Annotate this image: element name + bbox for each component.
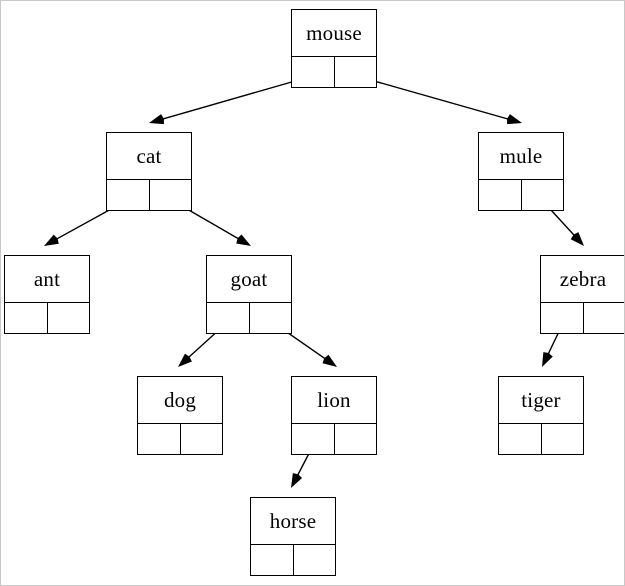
node-label-goat: goat [230,266,268,291]
arrowhead [322,354,337,367]
tree-node-horse[interactable]: horse [250,497,336,576]
node-label-lion: lion [317,387,351,412]
node-pointers-cat [107,179,191,210]
node-pointers-goat [207,302,291,333]
arrowhead [507,114,522,125]
node-pointers-tiger [499,423,583,454]
tree-node-goat[interactable]: goat [206,255,292,334]
right-pointer-cell-tiger[interactable] [541,424,583,454]
arrowhead [236,234,251,246]
left-pointer-cell-mule[interactable] [479,180,521,210]
tree-node-mouse[interactable]: mouse [291,9,377,88]
left-pointer-cell-cat[interactable] [107,180,149,210]
right-pointer-cell-dog[interactable] [180,424,222,454]
node-label-mule: mule [499,143,543,168]
left-pointer-cell-dog[interactable] [138,424,180,454]
node-pointers-ant [5,302,89,333]
left-pointer-cell-ant[interactable] [5,303,47,333]
edge-mouse-to-mule [352,74,522,125]
tree-node-cat[interactable]: cat [106,132,192,211]
right-pointer-cell-mule[interactable] [521,180,563,210]
tree-node-mule[interactable]: mule [478,132,564,211]
node-pointers-mule [479,179,563,210]
tree-node-ant[interactable]: ant [4,255,90,334]
node-label-tiger: tiger [521,387,561,412]
node-label-cat: cat [136,143,162,168]
tree-node-dog[interactable]: dog [137,376,223,455]
arrowhead [570,232,584,246]
right-pointer-cell-goat[interactable] [249,303,291,333]
right-pointer-cell-lion[interactable] [334,424,376,454]
arrowhead [149,114,164,125]
node-pointers-dog [138,423,222,454]
left-pointer-cell-goat[interactable] [207,303,249,333]
node-pointers-zebra [541,302,624,333]
right-pointer-cell-horse[interactable] [293,545,335,575]
arrowhead [178,353,192,367]
tree-node-lion[interactable]: lion [291,376,377,455]
node-label-ant: ant [33,266,61,291]
arrowhead [44,234,59,246]
right-pointer-cell-ant[interactable] [47,303,89,333]
arrowhead [542,352,553,367]
node-pointers-horse [251,544,335,575]
arrowhead [291,473,303,488]
right-pointer-cell-cat[interactable] [149,180,191,210]
left-pointer-cell-horse[interactable] [251,545,293,575]
tree-node-tiger[interactable]: tiger [498,376,584,455]
right-pointer-cell-mouse[interactable] [334,57,376,87]
node-label-horse: horse [269,508,317,533]
left-pointer-cell-mouse[interactable] [292,57,334,87]
node-pointers-mouse [292,56,376,87]
left-pointer-cell-lion[interactable] [292,424,334,454]
tree-node-zebra[interactable]: zebra [540,255,624,334]
node-label-mouse: mouse [306,20,362,45]
node-label-zebra: zebra [559,266,607,291]
node-label-dog: dog [163,387,197,412]
right-pointer-cell-zebra[interactable] [583,303,624,333]
left-pointer-cell-zebra[interactable] [541,303,583,333]
left-pointer-cell-tiger[interactable] [499,424,541,454]
node-pointers-lion [292,423,376,454]
